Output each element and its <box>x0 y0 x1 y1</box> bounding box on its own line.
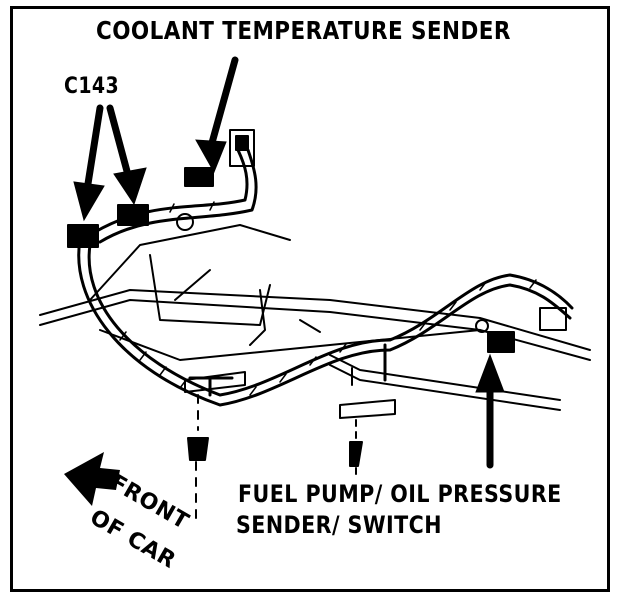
harness-wrap-texture <box>119 201 537 396</box>
front-of-car-arrow-icon <box>64 452 120 506</box>
oil-sender-label-line2: SENDER/ SWITCH <box>236 511 442 539</box>
c143-label: C143 <box>64 74 120 99</box>
c143-connector <box>67 204 194 248</box>
brackets <box>184 367 396 521</box>
pointer-arrow-icon <box>475 353 505 469</box>
pointer-arrow-icon <box>106 104 147 206</box>
oil-sender-label-line1: FUEL PUMP/ OIL PRESSURE <box>238 480 562 508</box>
coolant-temperature-sender <box>184 129 255 187</box>
coolant-sender-label: COOLANT TEMPERATURE SENDER <box>96 16 511 45</box>
pointer-arrow-icon <box>195 56 239 174</box>
engine-block <box>39 224 591 411</box>
pointer-arrow-icon <box>73 104 105 222</box>
oil-pressure-sender <box>475 307 567 353</box>
